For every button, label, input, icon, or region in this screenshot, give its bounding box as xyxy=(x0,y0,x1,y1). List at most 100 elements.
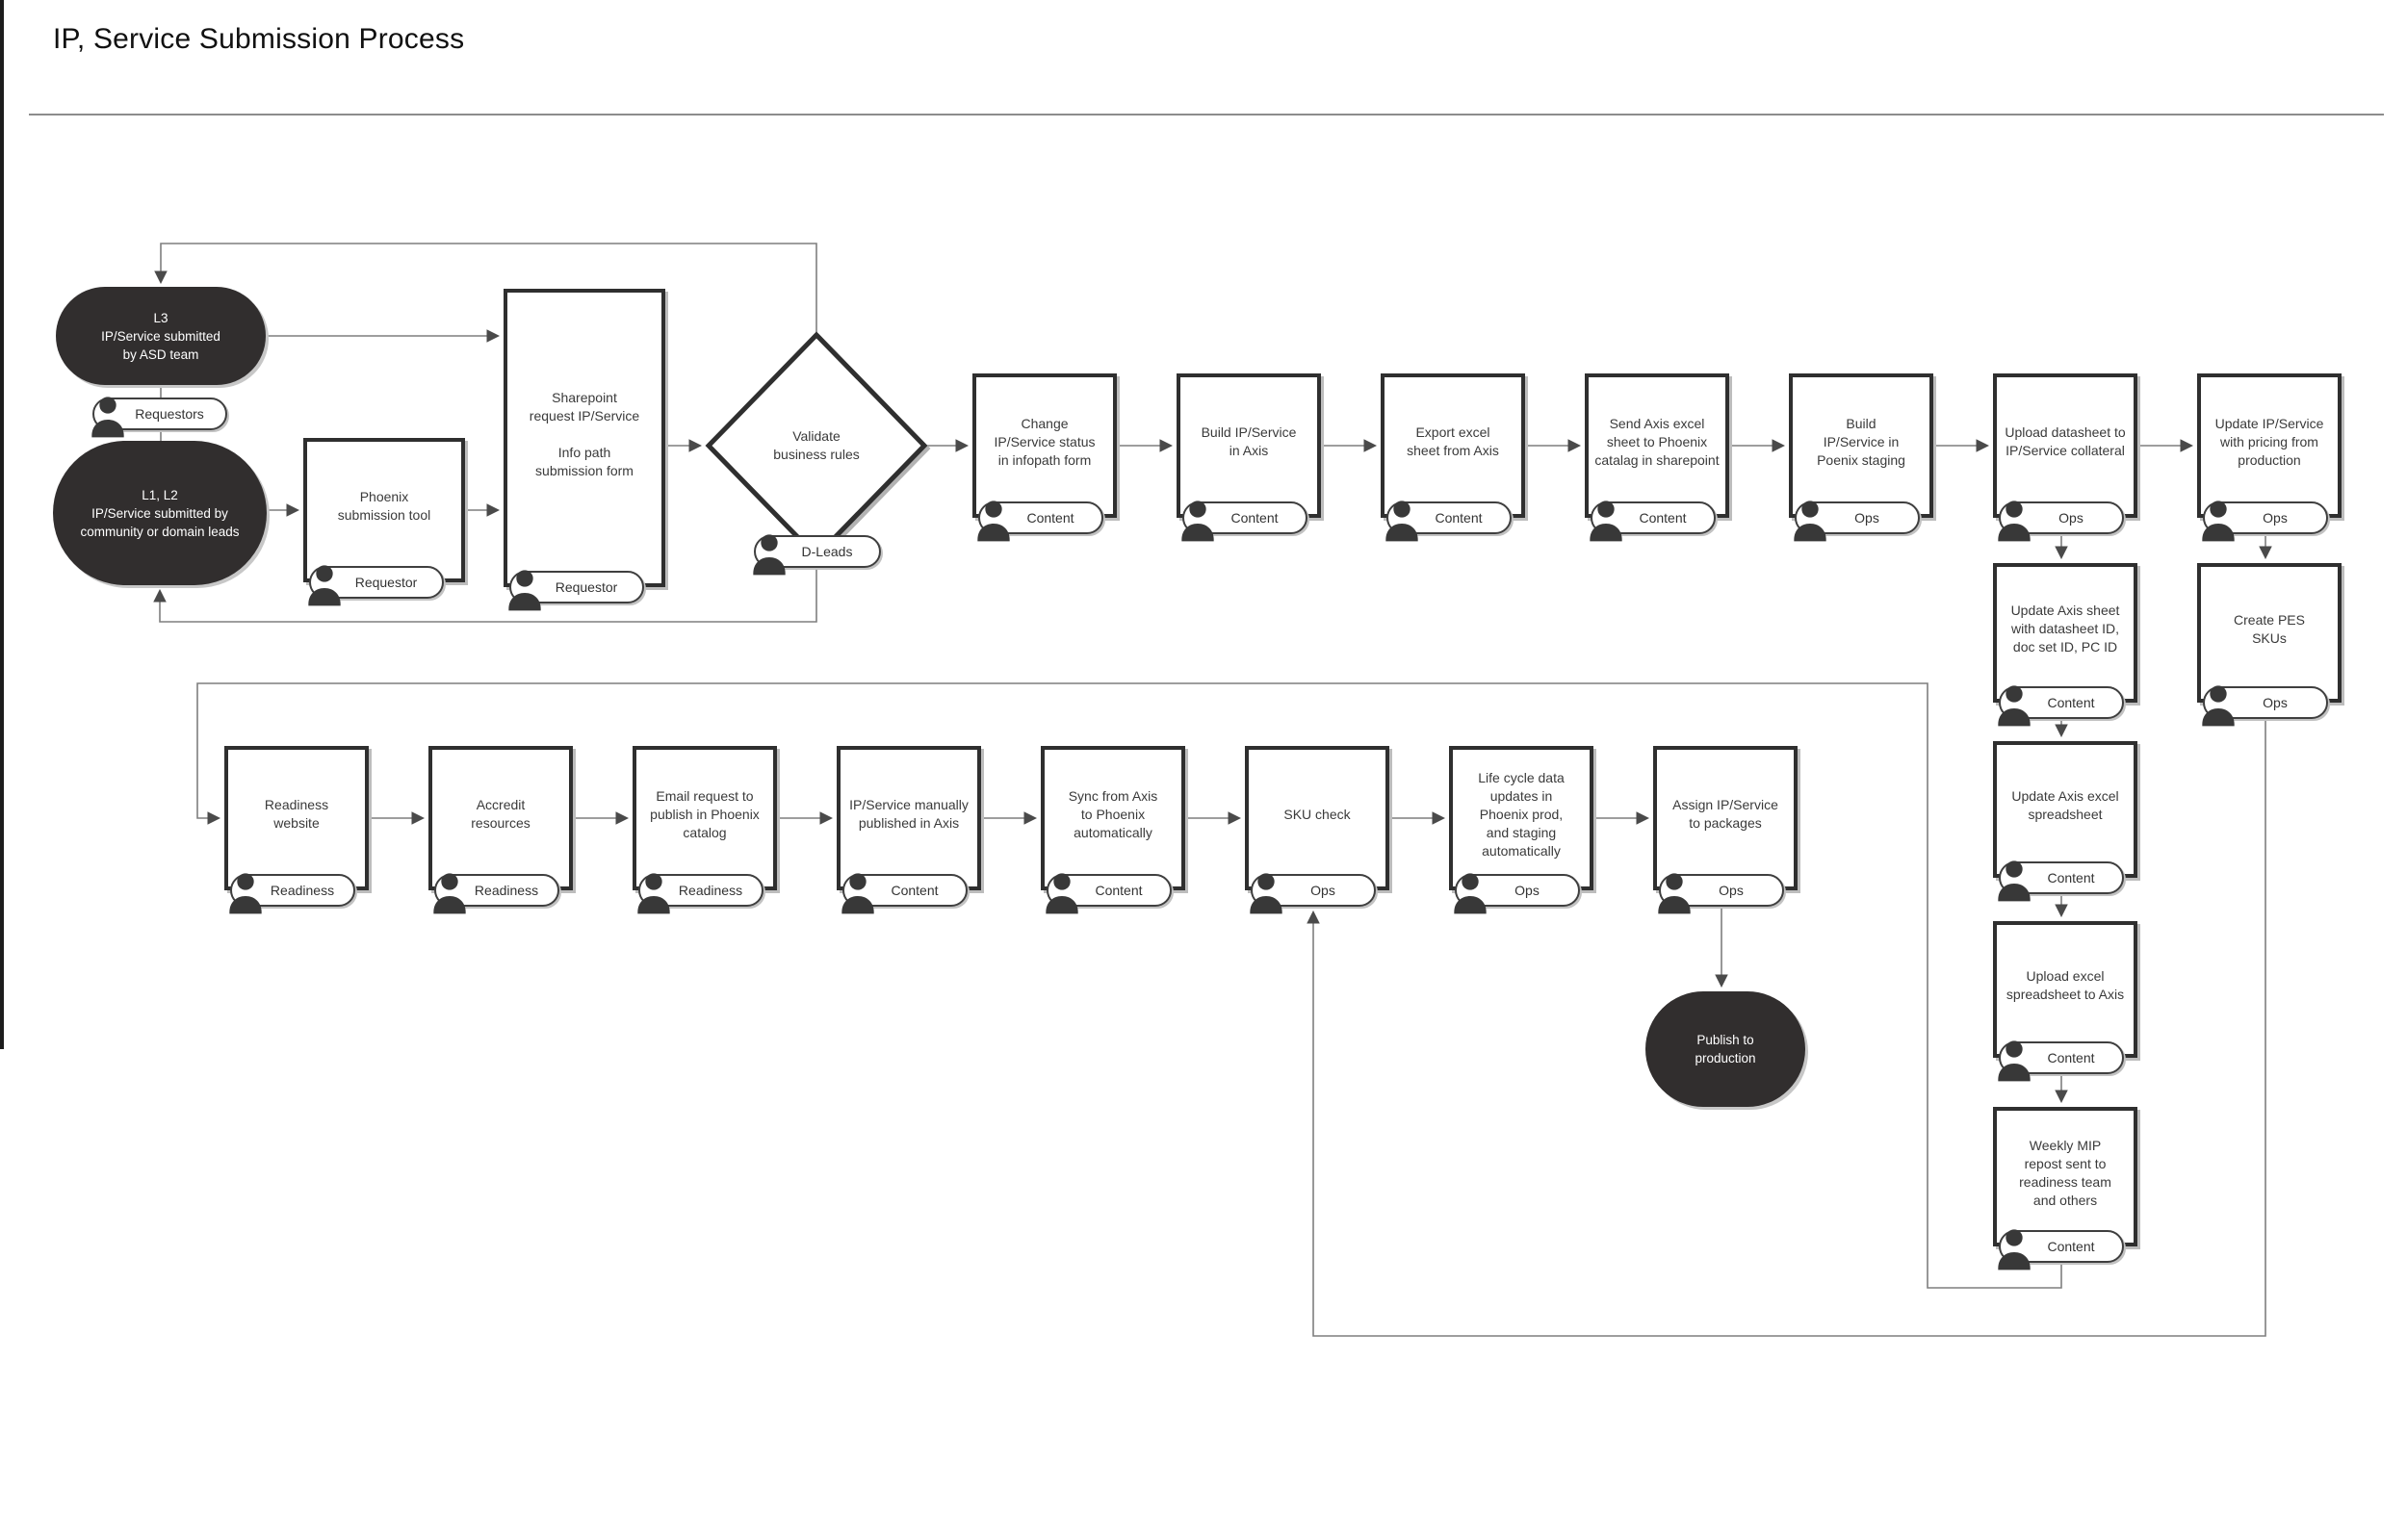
role-badge-label: Content xyxy=(1230,510,1279,526)
title-separator xyxy=(29,114,2384,116)
role-badge-label: Content xyxy=(891,883,939,898)
role-badge-ops-update-pricing-production: Ops xyxy=(2202,500,2328,542)
role-badge-content-upload-excel-to-axis: Content xyxy=(1998,1040,2124,1082)
person-icon xyxy=(1043,867,1081,915)
role-badge-label: Readiness xyxy=(678,883,743,898)
role-badge-ops-assign-to-packages: Ops xyxy=(1658,873,1784,914)
person-icon xyxy=(1655,867,1694,915)
role-badge-content-build-in-axis: Content xyxy=(1181,500,1307,542)
person-icon xyxy=(226,867,265,915)
role-badge-label: Content xyxy=(1639,510,1687,526)
role-badge-readiness-accredit-resources: Readiness xyxy=(433,873,559,914)
role-badge-ops-upload-datasheet-collateral: Ops xyxy=(1998,500,2124,542)
person-icon xyxy=(1995,495,2033,543)
person-icon xyxy=(1995,680,2033,728)
role-badge-readiness-email-request-publish: Readiness xyxy=(637,873,764,914)
person-icon xyxy=(1383,495,1421,543)
role-badge-content-update-axis-excel: Content xyxy=(1998,860,2124,902)
role-badge-requestors: Requestors xyxy=(91,397,227,438)
node-label: SKU check xyxy=(1283,806,1351,822)
role-badge-label: Content xyxy=(2047,870,2095,886)
role-badge-content-manually-published-axis: Content xyxy=(841,873,968,914)
role-badge-label: Ops xyxy=(1310,883,1335,898)
role-badge-label: Content xyxy=(1435,510,1483,526)
role-badge-content-sync-axis-phoenix: Content xyxy=(1046,873,1172,914)
role-badge-content-export-excel-from-axis: Content xyxy=(1385,500,1512,542)
role-badge-label: Ops xyxy=(2058,510,2083,526)
person-icon xyxy=(2199,495,2238,543)
role-badge-label: Readiness xyxy=(270,883,335,898)
person-icon xyxy=(505,564,544,612)
person-icon xyxy=(1587,495,1625,543)
person-icon xyxy=(305,559,344,607)
person-icon xyxy=(839,867,877,915)
role-badge-label: Requestors xyxy=(135,406,204,422)
role-badge-label: Content xyxy=(1095,883,1143,898)
role-badge-ops-life-cycle-updates: Ops xyxy=(1454,873,1580,914)
role-badge-label: Ops xyxy=(1719,883,1744,898)
role-badge-ops-build-poenix-staging: Ops xyxy=(1794,500,1920,542)
role-badge-readiness-readiness-website: Readiness xyxy=(229,873,355,914)
page-edge-artifact xyxy=(0,0,4,1049)
page-title: IP, Service Submission Process xyxy=(53,23,465,55)
role-badge-label: Readiness xyxy=(474,883,539,898)
person-icon xyxy=(634,867,673,915)
role-badge-label: Content xyxy=(1026,510,1074,526)
person-icon xyxy=(1995,1035,2033,1083)
person-icon xyxy=(750,528,789,577)
role-badge-label: Requestor xyxy=(555,579,618,595)
role-badge-ops-sku-check: Ops xyxy=(1250,873,1376,914)
role-badge-label: Content xyxy=(2047,1050,2095,1065)
role-badge-content-change-status-infopath: Content xyxy=(977,500,1103,542)
role-badge-label: Content xyxy=(2047,695,2095,710)
connector-weekly-to-readiness-loop xyxy=(196,682,2062,1289)
person-icon xyxy=(1995,1223,2033,1271)
person-icon xyxy=(974,495,1013,543)
person-icon xyxy=(1178,495,1217,543)
person-icon xyxy=(430,867,469,915)
person-icon xyxy=(2199,680,2238,728)
role-badge-requestor-phoenix-submission-tool: Requestor xyxy=(308,565,444,606)
role-badge-label: Ops xyxy=(1854,510,1879,526)
